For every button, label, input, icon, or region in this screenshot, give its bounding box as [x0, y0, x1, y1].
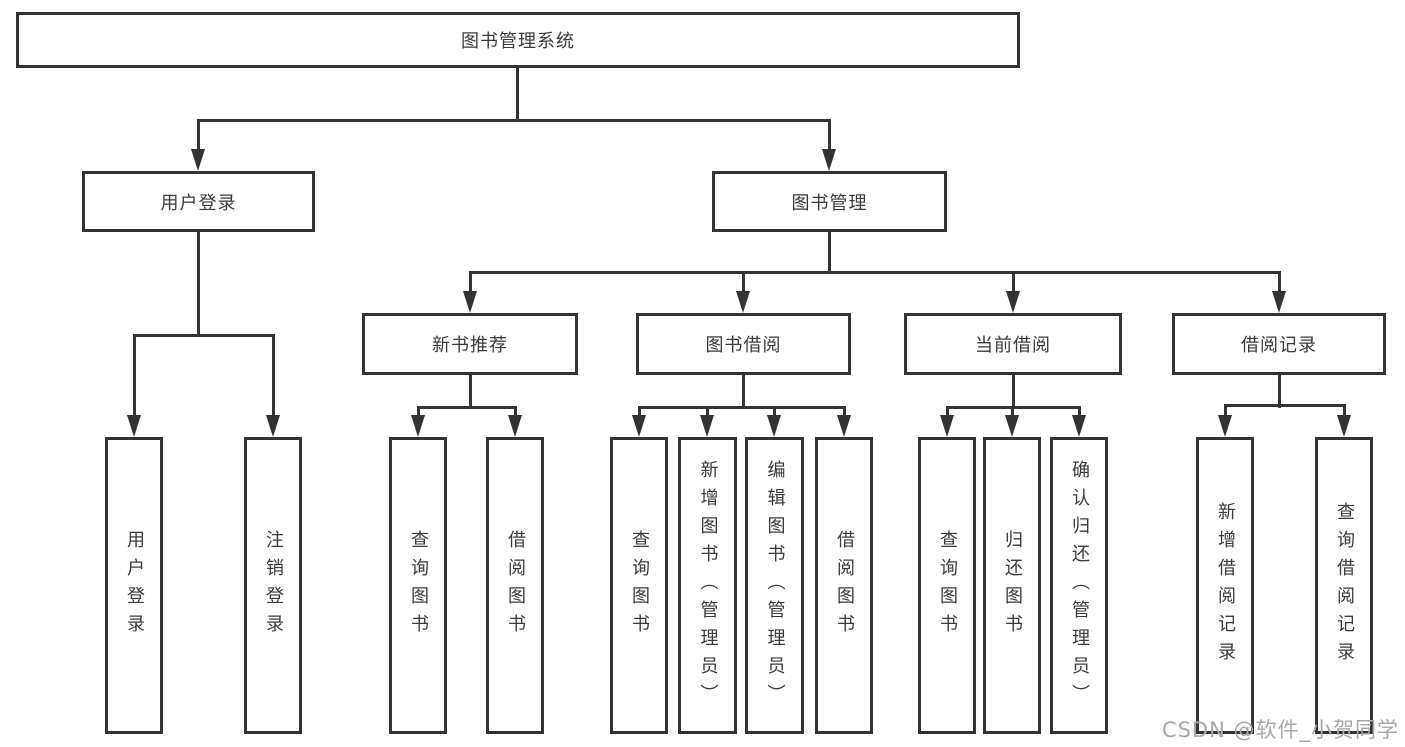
node-new-book-recommend: 新书推荐 [362, 313, 578, 375]
connector-drop [773, 406, 776, 417]
node-add-books-admin: 新增图书（管理员） [678, 437, 737, 734]
connector-userlogin-stem [197, 232, 200, 334]
node-label: 查询图书 [629, 529, 650, 642]
connector-borrow-rail [638, 406, 845, 409]
arrow-down-icon [191, 149, 205, 171]
node-label: 编辑图书（管理员） [764, 459, 786, 712]
node-borrow-books-recommend: 借阅图书 [486, 437, 544, 734]
node-add-borrow-record: 新增借阅记录 [1196, 437, 1254, 734]
node-label: 查询借阅记录 [1334, 501, 1355, 670]
arrow-down-icon [837, 415, 851, 437]
arrow-down-icon [767, 415, 781, 437]
connector-drop [417, 406, 420, 417]
connector-records-stem [1278, 375, 1281, 408]
node-borrow-records: 借阅记录 [1172, 313, 1386, 375]
connector-drop [1078, 406, 1081, 417]
connector-drop [706, 406, 709, 417]
connector-drop [197, 119, 200, 151]
connector-current-stem [1012, 375, 1015, 408]
connector-drop [1278, 271, 1281, 293]
arrow-down-icon [1337, 415, 1351, 437]
node-book-management: 图书管理 [712, 171, 947, 232]
node-label: 用户登录 [160, 192, 237, 214]
arrow-down-icon [632, 415, 646, 437]
node-return-books: 归还图书 [983, 437, 1041, 734]
node-label: 图书借阅 [705, 335, 782, 356]
connector-drop [272, 334, 275, 417]
connector-borrow-stem [742, 375, 745, 408]
node-label: 借阅图书 [834, 529, 855, 642]
node-user-login: 用户登录 [105, 437, 163, 734]
node-label: 新增图书（管理员） [697, 459, 719, 712]
connector-drop [469, 271, 472, 293]
node-edit-books-admin: 编辑图书（管理员） [745, 437, 804, 734]
arrow-down-icon [266, 415, 280, 437]
arrow-down-icon [736, 291, 750, 313]
arrow-down-icon [822, 149, 836, 171]
node-query-books-borrow: 查询图书 [610, 437, 668, 734]
node-label: 图书管理 [791, 192, 868, 214]
node-label: 借阅记录 [1241, 335, 1317, 356]
arrow-down-icon [940, 415, 954, 437]
connector-root-stem [516, 68, 519, 119]
connector-drop [638, 406, 641, 417]
connector-recommend-stem [469, 375, 472, 408]
node-label: 新增借阅记录 [1215, 501, 1236, 670]
connector-bookmgmt-rail [469, 271, 1281, 274]
node-logout: 注销登录 [244, 437, 302, 734]
node-book-borrow: 图书借阅 [636, 313, 851, 375]
node-label: 当前借阅 [975, 335, 1051, 356]
connector-drop [1343, 404, 1346, 417]
connector-root-rail [197, 119, 831, 122]
node-query-books-recommend: 查询图书 [389, 437, 447, 734]
connector-drop [1224, 404, 1227, 417]
node-label: 新书推荐 [432, 335, 508, 356]
node-user-login-branch: 用户登录 [82, 171, 315, 232]
connector-drop [843, 406, 846, 417]
node-label: 查询图书 [937, 529, 958, 642]
connector-drop [1011, 406, 1014, 417]
node-label: 查询图书 [408, 529, 429, 642]
connector-bookmgmt-stem [828, 232, 831, 273]
arrow-down-icon [463, 291, 477, 313]
connector-drop [946, 406, 949, 417]
node-label: 确认归还（管理员） [1069, 459, 1090, 712]
node-current-borrow: 当前借阅 [904, 313, 1122, 375]
node-label: 归还图书 [1002, 529, 1023, 642]
node-label: 借阅图书 [505, 529, 526, 642]
connector-records-rail [1224, 404, 1345, 407]
arrow-down-icon [1006, 291, 1020, 313]
arrow-down-icon [127, 415, 141, 437]
arrow-down-icon [508, 415, 522, 437]
arrow-down-icon [411, 415, 425, 437]
node-confirm-return-admin: 确认归还（管理员） [1050, 437, 1108, 734]
arrow-down-icon [1218, 415, 1232, 437]
csdn-watermark: CSDN @软件_小贺同学 [1161, 718, 1399, 742]
arrow-down-icon [1272, 291, 1286, 313]
node-query-books-current: 查询图书 [918, 437, 976, 734]
node-label: 注销登录 [263, 529, 284, 642]
connector-drop [828, 119, 831, 151]
node-borrow-books: 借阅图书 [815, 437, 873, 734]
arrow-down-icon [700, 415, 714, 437]
connector-userlogin-rail [133, 334, 275, 337]
connector-recommend-rail [417, 406, 517, 409]
node-query-borrow-record: 查询借阅记录 [1315, 437, 1373, 734]
arrow-down-icon [1005, 415, 1019, 437]
node-label: 图书管理系统 [461, 31, 575, 52]
node-label: 用户登录 [124, 529, 145, 642]
connector-drop [514, 406, 517, 417]
connector-drop [1012, 271, 1015, 293]
connector-drop [133, 334, 136, 417]
node-library-system: 图书管理系统 [16, 12, 1020, 68]
connector-drop [742, 271, 745, 293]
arrow-down-icon [1072, 415, 1086, 437]
